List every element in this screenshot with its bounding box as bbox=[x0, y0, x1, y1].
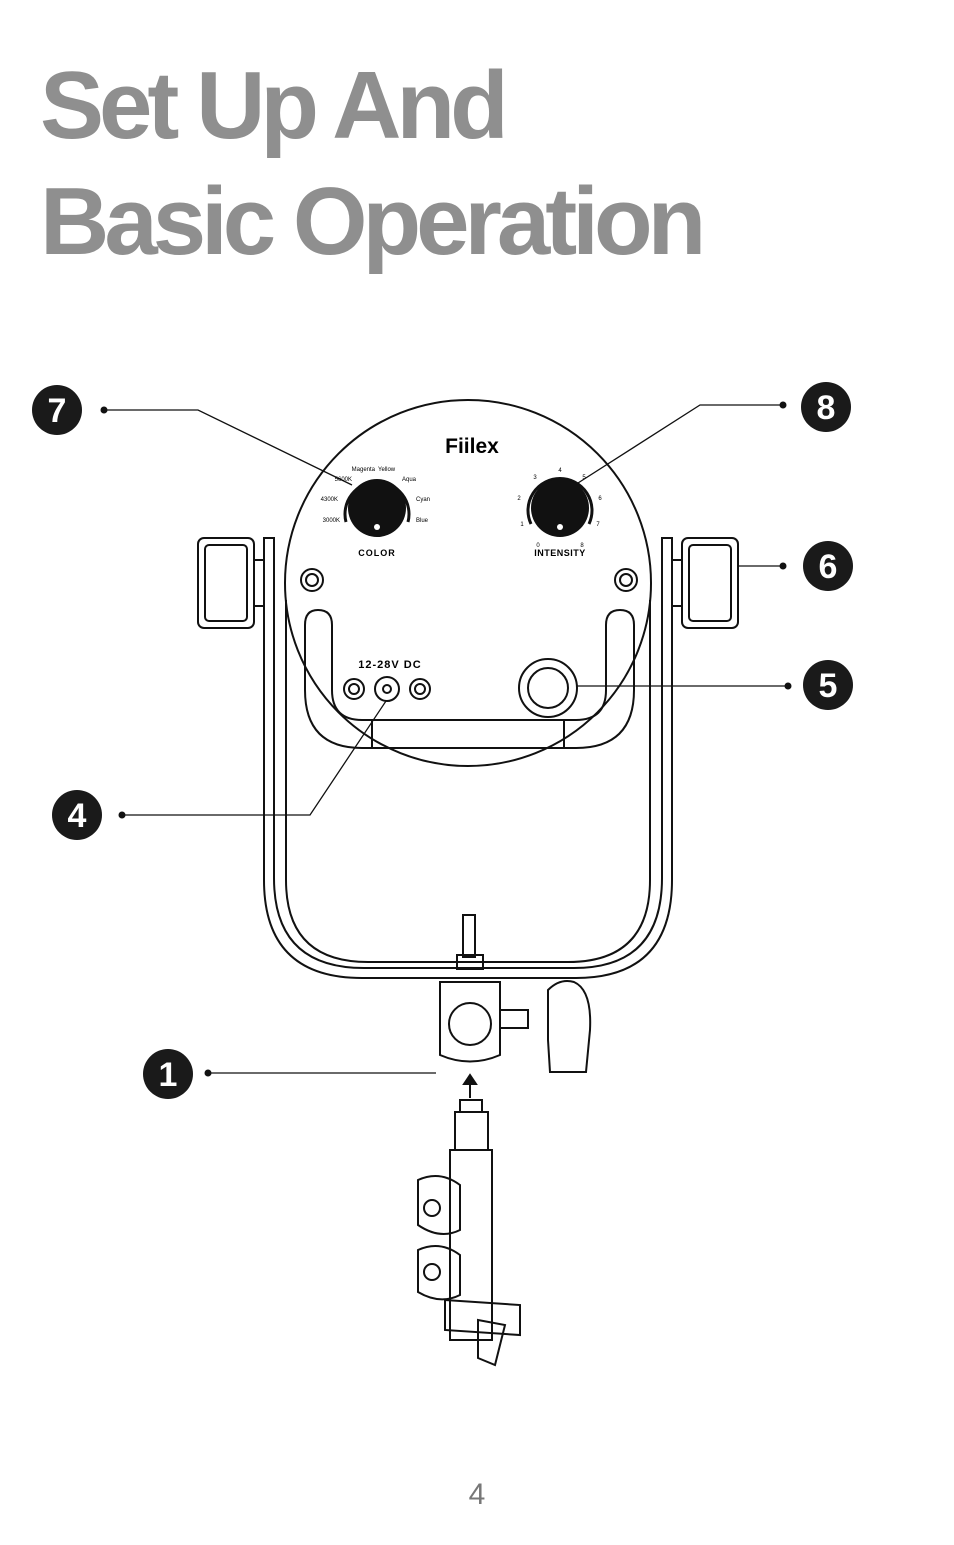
intensity-mark-1: 1 bbox=[520, 522, 524, 528]
spigot-receiver bbox=[439, 981, 501, 1063]
intensity-mark-5: 5 bbox=[582, 475, 586, 481]
left-yoke-knob bbox=[197, 537, 264, 629]
intensity-mark-7: 7 bbox=[596, 522, 600, 528]
intensity-mark-6: 6 bbox=[598, 496, 602, 502]
intensity-knob bbox=[531, 479, 589, 537]
color-mark-cyan: Cyan bbox=[416, 497, 430, 503]
callout-7: 7 bbox=[32, 385, 82, 435]
color-mark-3000k: 3000K bbox=[323, 518, 340, 524]
color-mark-aqua: Aqua bbox=[402, 477, 417, 483]
color-mark-blue: Blue bbox=[416, 518, 429, 524]
svg-text:8: 8 bbox=[817, 389, 836, 427]
carry-handle bbox=[304, 608, 635, 749]
intensity-mark-3: 3 bbox=[533, 475, 537, 481]
intensity-knob-label: INTENSITY bbox=[534, 548, 586, 558]
color-mark-4300k: 4300K bbox=[321, 497, 338, 503]
dc-power-port bbox=[374, 676, 400, 702]
svg-text:4: 4 bbox=[68, 797, 87, 835]
intensity-mark-8: 8 bbox=[580, 543, 584, 549]
color-knob-label: COLOR bbox=[358, 548, 396, 558]
title-line-1: Set Up And bbox=[40, 52, 509, 159]
page-title: Set Up And Basic Operation bbox=[40, 48, 706, 280]
yoke-bracket bbox=[263, 537, 673, 979]
intensity-mark-0: 0 bbox=[536, 543, 540, 549]
color-knob bbox=[348, 479, 406, 537]
title-line-2: Basic Operation bbox=[40, 168, 706, 275]
callout-6: 6 bbox=[803, 541, 853, 591]
color-mark-magenta: Magenta bbox=[352, 467, 376, 473]
page-number: 4 bbox=[468, 1478, 486, 1511]
svg-text:7: 7 bbox=[48, 392, 67, 430]
color-mark-5600k: 5600K bbox=[335, 477, 352, 483]
callout-5: 5 bbox=[803, 660, 853, 710]
svg-text:1: 1 bbox=[159, 1056, 178, 1094]
power-button bbox=[518, 658, 578, 718]
intensity-mark-4: 4 bbox=[558, 468, 562, 474]
intensity-mark-2: 2 bbox=[517, 496, 521, 502]
svg-text:5: 5 bbox=[819, 667, 838, 705]
stand-clamp bbox=[417, 1099, 521, 1367]
callout-4: 4 bbox=[52, 790, 102, 840]
light-head bbox=[284, 399, 652, 767]
tightening-handle bbox=[547, 980, 592, 1073]
svg-text:6: 6 bbox=[819, 548, 838, 586]
right-yoke-knob bbox=[672, 537, 739, 629]
color-mark-yellow: Yellow bbox=[378, 467, 396, 473]
brand-logo: Fiilex bbox=[445, 435, 499, 458]
light-body bbox=[285, 600, 651, 963]
callout-1: 1 bbox=[143, 1049, 193, 1099]
callout-8: 8 bbox=[801, 382, 851, 432]
power-input-label: 12-28V DC bbox=[358, 659, 421, 671]
